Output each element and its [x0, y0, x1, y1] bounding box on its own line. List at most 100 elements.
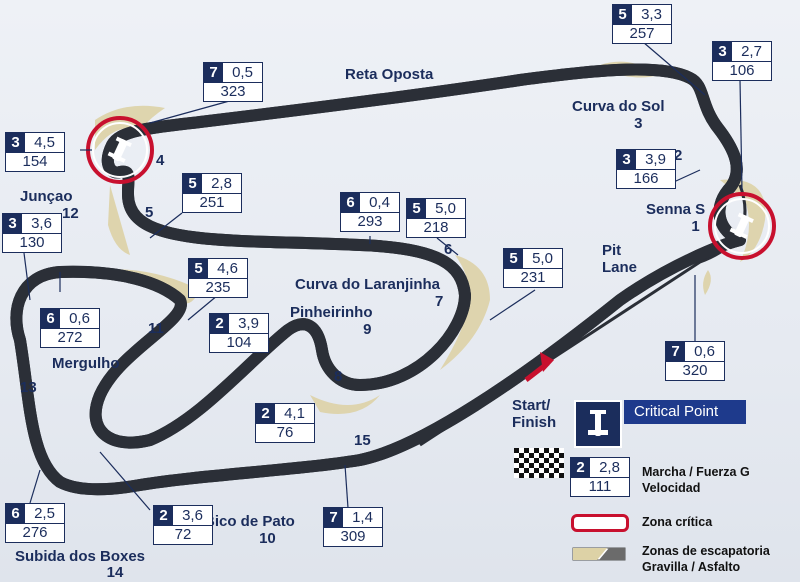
gear-value: 7: [666, 342, 685, 361]
speed-value: 166: [633, 170, 659, 187]
speed-value: 235: [205, 279, 231, 296]
pit-lane-label: Pit Lane: [602, 242, 637, 276]
gear-value: 3: [713, 42, 732, 61]
gear-value: 5: [183, 174, 202, 193]
corner-label-senna-s: Senna S 1: [646, 201, 705, 235]
g-force-value: 2,5: [34, 505, 55, 522]
corner-number: 9: [363, 321, 372, 338]
gear-value: 3: [6, 133, 25, 152]
speed-value: 154: [22, 153, 48, 170]
gear-value: 3: [617, 150, 636, 169]
critical-point-icon: [574, 400, 622, 448]
g-force-value: 3,3: [641, 6, 662, 23]
g-force-value: 4,1: [284, 405, 305, 422]
info-box-t2: 3 3,9 166: [616, 149, 676, 189]
info-box-pit-straight: 7 0,6 320: [665, 341, 725, 381]
critical-point-label: Critical Point: [624, 400, 746, 424]
speed-value: 104: [226, 334, 252, 351]
g-force-value: 0,4: [369, 194, 390, 211]
gear-value: 3: [3, 214, 22, 233]
gear-value: 5: [407, 199, 426, 218]
pit-lane-line1: Pit: [602, 242, 622, 259]
legend-runoff-line1: Zonas de escapatoria: [642, 544, 770, 558]
gear-value: 2: [210, 314, 229, 333]
gear-value: 7: [324, 508, 343, 527]
gravel-juncao: [108, 185, 130, 255]
critical-zone-swatch: [571, 514, 629, 532]
start-line2: Finish: [512, 414, 557, 431]
checkered-flag-icon: [514, 448, 564, 478]
leader-lines: [23, 41, 743, 511]
gravel-pit: [703, 270, 711, 295]
corner-number-6: 6: [444, 241, 453, 258]
corner-name: Senna S: [646, 201, 706, 218]
g-force-value: 3,9: [645, 151, 666, 168]
g-force-value: 4,5: [34, 134, 55, 151]
gear-value: 5: [189, 259, 208, 278]
g-force-value: 5,0: [532, 250, 553, 267]
speed-value: 130: [19, 234, 45, 251]
gear-value: 5: [504, 249, 523, 268]
gear-value: 7: [204, 63, 223, 82]
corner-number: 12: [62, 205, 79, 222]
speed-value: 272: [57, 329, 83, 346]
corner-number-5: 5: [145, 204, 154, 221]
info-box-sol: 5 3,3 257: [612, 4, 672, 44]
g-force-value: 2,8: [599, 459, 620, 476]
corner-number: 3: [634, 115, 643, 132]
corner-label-bico-de-pato: Bico de Pato 10: [204, 513, 295, 547]
speed-value: 257: [629, 25, 655, 42]
corner-name: Curva do Sol: [572, 98, 665, 115]
g-force-value: 1,4: [352, 509, 373, 526]
speed-value: 76: [276, 424, 294, 441]
race-car-icon: [588, 410, 608, 436]
runoff-swatch: [572, 547, 626, 561]
speed-value: 309: [340, 528, 366, 545]
corner-label-reta-oposta: Reta Oposta: [345, 66, 434, 83]
corner-name: Subida dos Boxes: [15, 548, 146, 565]
g-force-value: 0,6: [69, 310, 90, 327]
critical-zones: [86, 116, 776, 260]
corner-name: Bico de Pato: [204, 513, 295, 530]
start-line1: Start/: [512, 397, 551, 414]
info-box-t6: 5 5,0 218: [406, 198, 466, 238]
direction-arrow-icon: [524, 352, 554, 382]
corner-number: 7: [435, 293, 444, 310]
gear-value: 6: [341, 193, 360, 212]
gravel-laranjinha: [440, 255, 490, 370]
speed-value: 320: [682, 362, 708, 379]
corner-number-11: 11: [148, 320, 164, 337]
critical-zone-senna-s: [708, 192, 776, 260]
info-box-t15: 7 1,4 309: [323, 507, 383, 547]
speed-value: 111: [588, 478, 612, 495]
legend-speed-label: Velocidad: [642, 481, 701, 495]
g-force-value: 5,0: [435, 200, 456, 217]
gravel-senna: [720, 179, 766, 262]
corner-number-2: 2: [674, 147, 683, 164]
g-force-value: 0,6: [694, 343, 715, 360]
corner-label-subida-dos-boxes: Subida dos Boxes 14: [15, 548, 145, 581]
start-finish-label: Start/ Finish: [512, 397, 556, 431]
corner-name: Pinheirinho: [290, 304, 373, 321]
speed-value: 106: [729, 62, 755, 79]
critical-point-text: Critical Point: [634, 403, 719, 420]
gear-value: 6: [6, 504, 25, 523]
gear-value: 5: [613, 5, 632, 24]
corner-number-15: 15: [354, 432, 371, 449]
corner-name: Junçao: [20, 188, 73, 205]
speed-value: 218: [423, 219, 449, 236]
corner-label-curva-laranjinha: Curva do Laranjinha 7: [295, 276, 443, 310]
corner-number-8: 8: [334, 368, 343, 385]
